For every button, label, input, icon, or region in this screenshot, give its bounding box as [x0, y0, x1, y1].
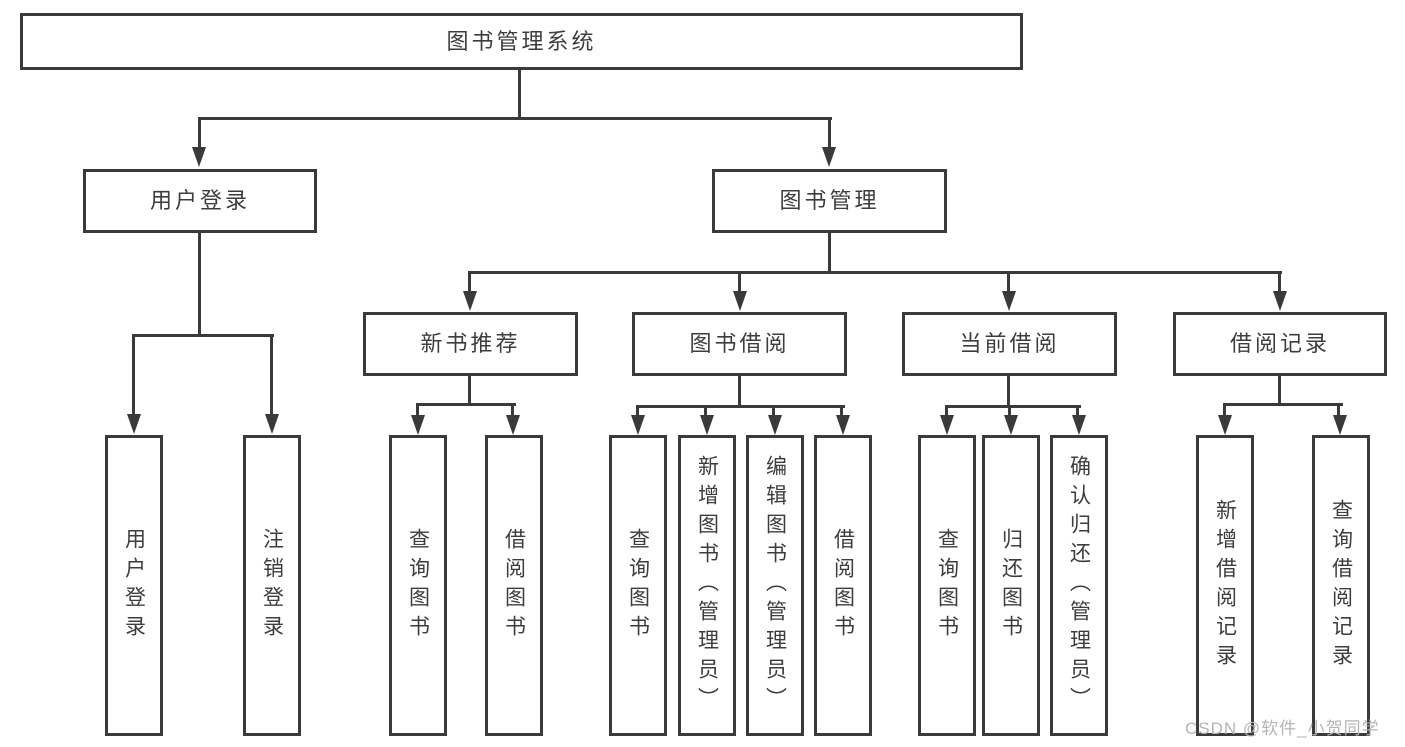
connector-line	[738, 271, 741, 293]
leaf-cb-query-books: 查询图书	[918, 435, 976, 736]
connector-line	[416, 403, 419, 417]
arrow-down-icon	[1333, 415, 1347, 435]
connector-line	[518, 67, 521, 118]
node-borrow-records: 借阅记录	[1173, 312, 1387, 376]
connector-line	[1278, 271, 1281, 293]
leaf-bb-edit-books-admin: 编辑图书（管理员）	[746, 435, 804, 736]
arrow-down-icon	[836, 415, 850, 435]
arrow-down-icon	[463, 291, 477, 311]
connector-line	[132, 334, 135, 416]
leaf-nb-borrow-books: 借阅图书	[485, 435, 543, 736]
arrow-down-icon	[700, 415, 714, 435]
arrow-down-icon	[940, 415, 954, 435]
node-book-borrow: 图书借阅	[632, 312, 847, 376]
arrow-down-icon	[1218, 415, 1232, 435]
connector-line	[1076, 405, 1079, 417]
connector-line	[828, 233, 831, 273]
watermark-text: CSDN @软件_小贺同学	[1185, 719, 1380, 738]
leaf-bb-borrow-books: 借阅图书	[814, 435, 872, 736]
leaf-user-login: 用户登录	[105, 435, 163, 736]
connector-line	[636, 405, 639, 417]
node-current-borrow: 当前借阅	[902, 312, 1117, 376]
leaf-br-add-record: 新增借阅记录	[1196, 435, 1254, 736]
connector-line	[468, 271, 1282, 274]
leaf-bb-add-books-admin: 新增图书（管理员）	[678, 435, 736, 736]
connector-line	[1223, 403, 1343, 406]
arrow-down-icon	[631, 415, 645, 435]
connector-line	[1278, 376, 1281, 405]
connector-line	[738, 376, 741, 407]
arrow-down-icon	[411, 415, 425, 435]
connector-line	[828, 117, 831, 148]
connector-line	[198, 117, 832, 120]
arrow-down-icon	[1072, 415, 1086, 435]
connector-line	[511, 403, 514, 417]
leaf-nb-query-books: 查询图书	[389, 435, 447, 736]
node-library-system: 图书管理系统	[20, 13, 1023, 70]
node-user-login: 用户登录	[83, 169, 317, 233]
arrow-down-icon	[1002, 291, 1016, 311]
connector-line	[1007, 271, 1010, 293]
connector-line	[1008, 405, 1011, 417]
arrow-down-icon	[822, 147, 836, 167]
connector-line	[704, 405, 707, 417]
leaf-logout: 注销登录	[243, 435, 301, 736]
connector-line	[198, 117, 201, 148]
leaf-cb-confirm-return-admin: 确认归还（管理员）	[1050, 435, 1108, 736]
connector-line	[198, 233, 201, 336]
connector-line	[132, 334, 274, 337]
connector-line	[1007, 376, 1010, 407]
arrow-down-icon	[192, 147, 206, 167]
leaf-cb-return-books: 归还图书	[982, 435, 1040, 736]
node-new-book-recommend: 新书推荐	[363, 312, 578, 376]
connector-line	[945, 405, 1081, 408]
connector-line	[468, 376, 471, 405]
leaf-br-query-record: 查询借阅记录	[1312, 435, 1370, 736]
connector-line	[468, 271, 471, 293]
connector-line	[772, 405, 775, 417]
connector-line	[945, 405, 948, 417]
arrow-down-icon	[265, 414, 279, 434]
arrow-down-icon	[768, 415, 782, 435]
connector-line	[270, 334, 273, 416]
connector-line	[1337, 403, 1340, 417]
connector-line	[416, 403, 516, 406]
arrow-down-icon	[506, 415, 520, 435]
arrow-down-icon	[733, 291, 747, 311]
arrow-down-icon	[127, 414, 141, 434]
node-book-management: 图书管理	[712, 169, 947, 233]
arrow-down-icon	[1004, 415, 1018, 435]
arrow-down-icon	[1273, 291, 1287, 311]
connector-line	[840, 405, 843, 417]
leaf-bb-query-books: 查询图书	[609, 435, 667, 736]
connector-line	[636, 405, 845, 408]
connector-line	[1223, 403, 1226, 417]
